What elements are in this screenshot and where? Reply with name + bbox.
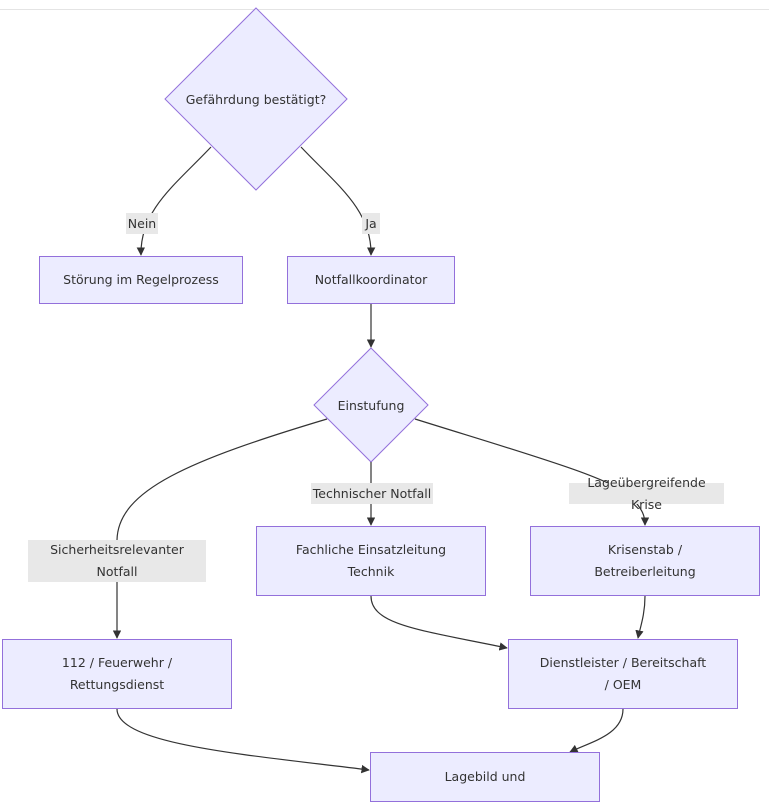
edge-crisis-services <box>635 595 646 639</box>
edge-label-yes: Ja <box>362 213 380 234</box>
node-disruption: Störung im Regelprozess <box>39 256 243 304</box>
node-situation-report: Lagebild und <box>370 752 600 802</box>
edge-hazard-yes <box>300 146 376 256</box>
edge-classification-safety <box>112 418 328 639</box>
decision-classification-label: Einstufung <box>337 397 405 413</box>
node-technical-lead: Fachliche Einsatzleitung Technik <box>256 526 486 596</box>
edge-label-technical-emergency: Technischer Notfall <box>311 483 433 504</box>
edge-fire-situation <box>116 708 370 774</box>
edge-hazard-no <box>136 146 212 256</box>
node-fire-rescue: 112 / Feuerwehr / Rettungsdienst <box>2 639 232 709</box>
top-divider <box>0 9 769 10</box>
edge-label-safety-relevant: Sicherheitsrelevanter Notfall <box>28 540 206 582</box>
node-coordinator: Notfallkoordinator <box>287 256 455 304</box>
decision-hazard-shape <box>164 7 348 191</box>
edge-label-crisis: Lageübergreifende Krise <box>569 475 724 512</box>
node-crisis-staff: Krisenstab / Betreiberleitung <box>530 526 760 596</box>
node-service-providers: Dienstleister / Bereitschaft / OEM <box>508 639 738 709</box>
edge-technical-services <box>370 595 508 651</box>
decision-hazard-label: Gefährdung bestätigt? <box>185 91 327 107</box>
edge-label-no: Nein <box>126 213 158 234</box>
edge-services-situation <box>569 708 624 753</box>
